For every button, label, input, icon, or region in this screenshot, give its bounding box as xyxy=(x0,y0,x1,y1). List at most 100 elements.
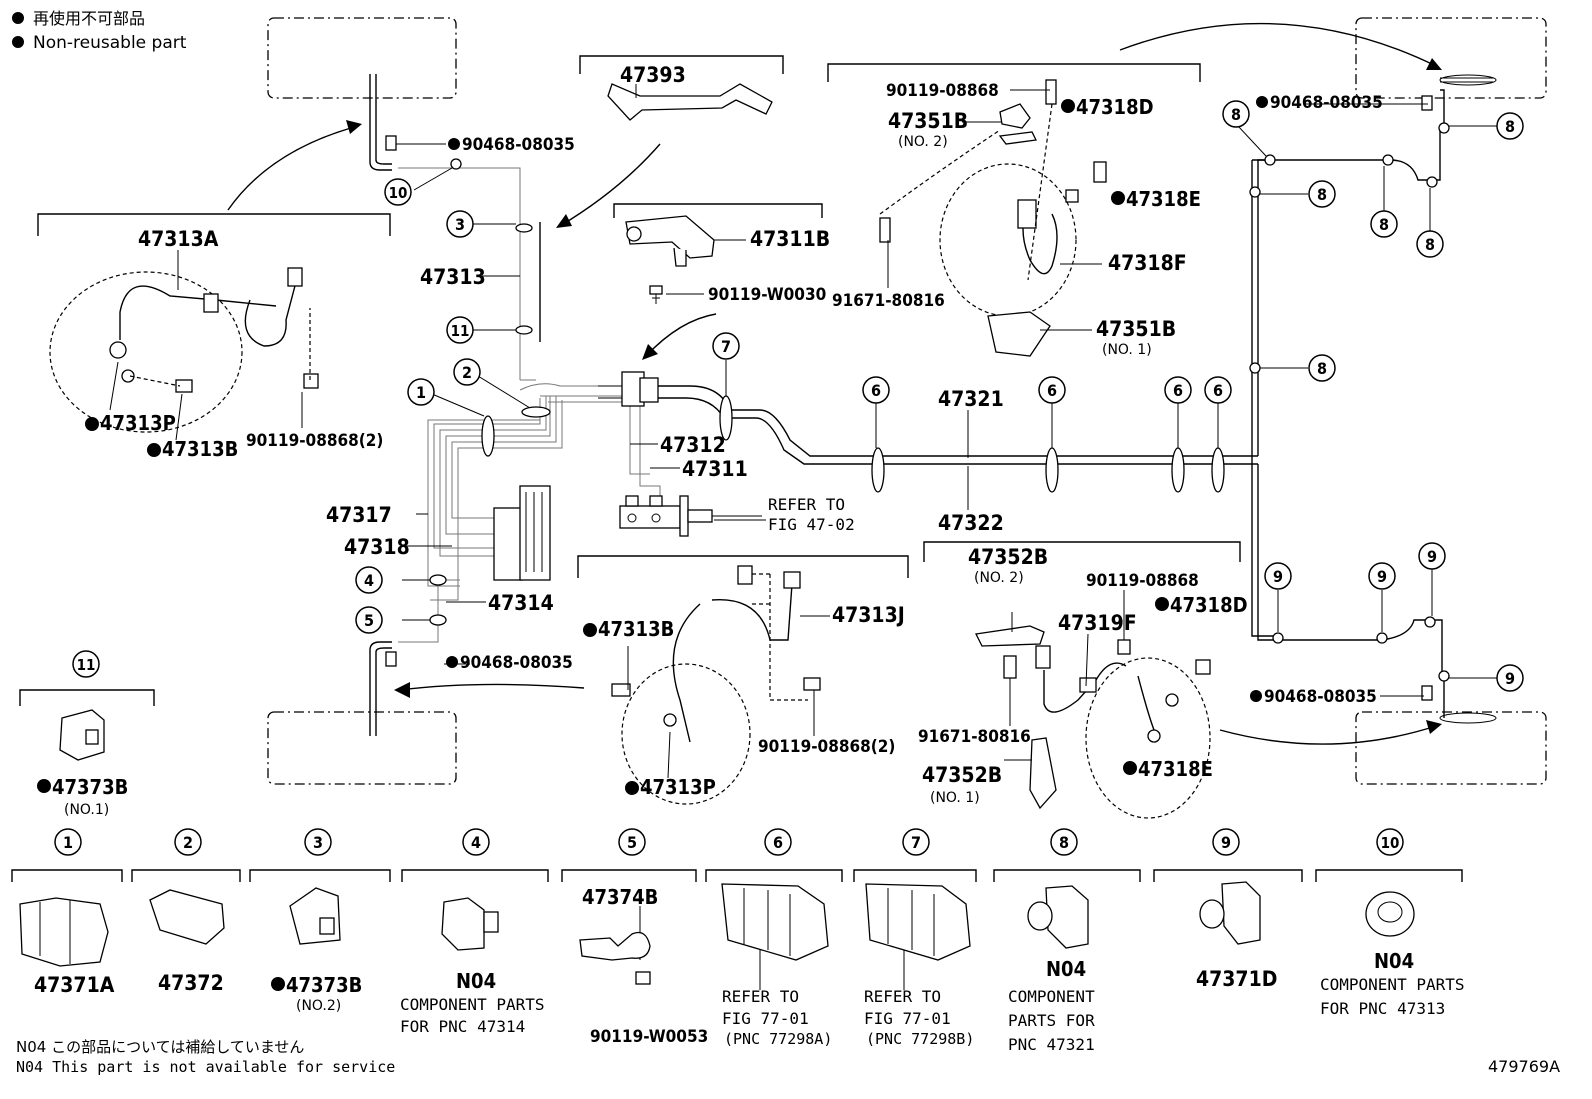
svg-text:2: 2 xyxy=(183,833,193,852)
label-pnc-77298a: (PNC 77298A) xyxy=(724,1030,832,1048)
part-labels: 47313A 47393 47311B 90119-W0030 47313 47… xyxy=(64,63,1199,818)
svg-text:8: 8 xyxy=(1231,105,1241,124)
label-47312: 47312 xyxy=(660,433,726,457)
svg-text:8: 8 xyxy=(1379,215,1389,234)
svg-text:8: 8 xyxy=(1505,117,1515,136)
svg-text:7: 7 xyxy=(721,337,731,356)
clip-callout-5: 5 xyxy=(355,606,383,634)
label-47313p-b: 47313P xyxy=(640,775,716,799)
clip-type-9: 9 xyxy=(1212,828,1240,856)
label-parts-for: PARTS FOR xyxy=(1008,1011,1095,1030)
label-47317: 47317 xyxy=(326,503,392,527)
label-refer-to-a: REFER TO xyxy=(722,987,799,1006)
clip-11-part xyxy=(59,709,105,761)
svg-text:3: 3 xyxy=(455,215,465,234)
clip-callout-8d: 8 xyxy=(1416,230,1444,258)
clip-callout-9a: 9 xyxy=(1264,562,1292,590)
clip-callouts: 10 3 11 1 2 7 4 5 6 6 6 6 8 8 8 8 8 8 9 … xyxy=(72,100,1524,692)
label-47314: 47314 xyxy=(488,591,554,615)
svg-text:6: 6 xyxy=(1047,381,1057,400)
clip-type-7: 7 xyxy=(902,828,930,856)
label-refer-to: REFER TO xyxy=(768,495,845,514)
clip-type-5: 5 xyxy=(618,828,646,856)
label-47318e-b: 47318E xyxy=(1138,757,1213,781)
svg-text:5: 5 xyxy=(364,611,374,630)
bolt-90119-w0030 xyxy=(649,285,663,304)
label-47373b-no1: 47373B xyxy=(52,775,128,799)
clip-type-8: 8 xyxy=(1050,828,1078,856)
label-47313a: 47313A xyxy=(138,227,219,251)
clip-callout-6a: 6 xyxy=(862,376,890,404)
label-90119-08868-2a: 90119-08868(2) xyxy=(246,431,383,451)
svg-text:1: 1 xyxy=(63,833,73,852)
clip-callout-4: 4 xyxy=(355,566,383,594)
label-47318: 47318 xyxy=(344,535,410,559)
label-n04-c: N04 xyxy=(1374,949,1414,973)
label-47393: 47393 xyxy=(620,63,686,87)
svg-text:4: 4 xyxy=(471,833,481,852)
footnote-jp: N04 この部品については補給していません xyxy=(16,1038,304,1056)
label-no1-c: (NO.1) xyxy=(64,802,109,818)
label-no2-a: (NO. 2) xyxy=(898,134,948,150)
abs-actuator xyxy=(493,485,551,581)
label-47311b: 47311B xyxy=(750,227,830,251)
svg-text:8: 8 xyxy=(1059,833,1069,852)
rear-right-area xyxy=(1355,711,1547,785)
svg-text:10: 10 xyxy=(389,184,408,202)
label-90468-08035-b: 90468-08035 xyxy=(460,653,573,673)
label-47352b-no2: 47352B xyxy=(968,545,1048,569)
clip-callout-9b: 9 xyxy=(1368,562,1396,590)
svg-text:8: 8 xyxy=(1317,185,1327,204)
clip-callout-9d: 9 xyxy=(1496,664,1524,692)
nonreusable-dot-icon xyxy=(12,36,24,48)
clip-callout-10: 10 xyxy=(384,178,412,206)
rear-left-area xyxy=(267,711,457,785)
clip-markers xyxy=(429,122,1450,682)
label-47318f: 47318F xyxy=(1108,251,1187,275)
svg-text:9: 9 xyxy=(1505,669,1515,688)
clip-callout-11: 11 xyxy=(446,316,474,344)
label-91671-80816-a: 91671-80816 xyxy=(832,291,945,311)
hose-47313j xyxy=(611,565,821,805)
svg-text:3: 3 xyxy=(313,833,323,852)
caliper-rear-right xyxy=(975,625,1211,819)
label-no1-a: (NO. 1) xyxy=(1102,342,1152,358)
label-47373b-no2: 47373B xyxy=(286,973,362,997)
nonreusable-dot-icon xyxy=(12,12,24,24)
clip-callout-6c: 6 xyxy=(1164,376,1192,404)
clip-callout-8b: 8 xyxy=(1308,180,1336,208)
hose-47313a xyxy=(49,267,319,433)
label-47322: 47322 xyxy=(938,511,1004,535)
label-47319f: 47319F xyxy=(1058,611,1137,635)
label-47371d: 47371D xyxy=(1196,967,1277,991)
svg-text:6: 6 xyxy=(773,833,783,852)
label-47374b: 47374B xyxy=(582,885,658,909)
brake-tubes xyxy=(369,74,1497,736)
footnote-en: N04 This part is not available for servi… xyxy=(16,1058,395,1076)
svg-text:9: 9 xyxy=(1377,567,1387,586)
svg-text:9: 9 xyxy=(1427,547,1437,566)
label-90119-08868-2b: 90119-08868(2) xyxy=(758,737,895,757)
label-n04-a: N04 xyxy=(456,969,496,993)
label-47313: 47313 xyxy=(420,265,486,289)
label-no1-b: (NO. 1) xyxy=(930,790,980,806)
label-47321: 47321 xyxy=(938,387,1004,411)
clip-type-1: 1 xyxy=(54,828,82,856)
front-left-area xyxy=(267,17,457,99)
clip-callout-8f: 8 xyxy=(1308,354,1336,382)
svg-text:6: 6 xyxy=(871,381,881,400)
svg-text:6: 6 xyxy=(1213,381,1223,400)
label-component-parts-c: COMPONENT PARTS xyxy=(1320,975,1465,994)
master-cylinder xyxy=(619,495,762,537)
label-component-b: COMPONENT xyxy=(1008,987,1095,1006)
label-91671-80816-b: 91671-80816 xyxy=(918,727,1031,747)
label-47313p-a: 47313P xyxy=(100,411,176,435)
bracket-47393 xyxy=(607,83,773,121)
label-pnc-47321: PNC 47321 xyxy=(1008,1035,1095,1054)
label-fig-77-01-a: FIG 77-01 xyxy=(722,1009,809,1028)
label-47313b-a: 47313B xyxy=(162,437,238,461)
clip-type-2: 2 xyxy=(174,828,202,856)
label-90119-08868-b: 90119-08868 xyxy=(1086,571,1199,591)
label-fig-77-01-b: FIG 77-01 xyxy=(864,1009,951,1028)
